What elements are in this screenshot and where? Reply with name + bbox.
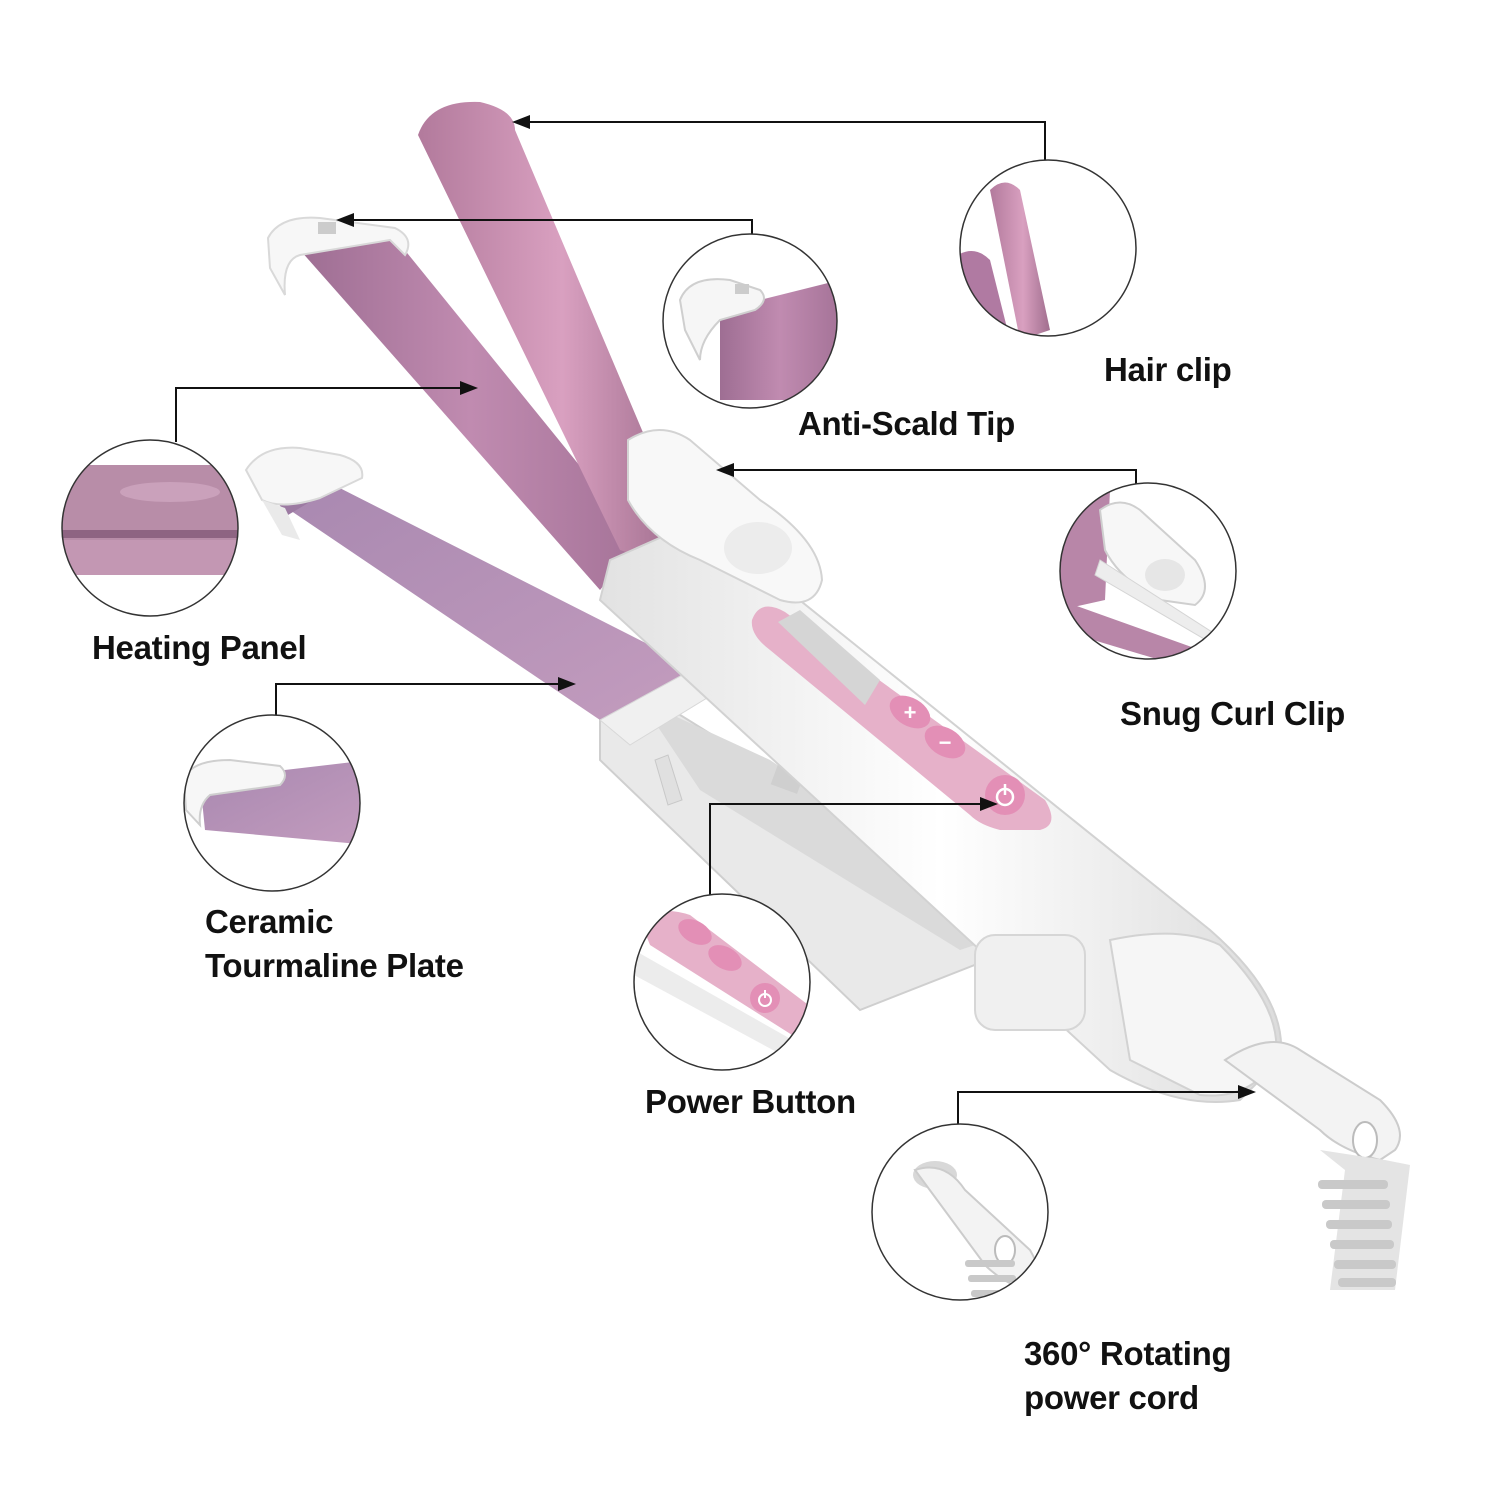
label-ceramic-line1: Ceramic [205,903,334,940]
callout-lines [175,121,1248,1150]
power-button-detail-circle [633,893,811,1071]
label-ceramic-line2: Tourmaline Plate [205,947,464,984]
heating-panel-detail-circle [61,439,239,617]
label-ceramic-plate: Ceramic Tourmaline Plate [205,900,464,988]
label-heating-panel: Heating Panel [92,626,307,670]
iron-handle: + − [598,429,1283,1103]
anti-scald-tip-detail-circle [662,233,838,409]
power-cord-detail-circle [871,1123,1049,1301]
label-power-cord: 360° Rotating power cord [1024,1332,1232,1420]
label-anti-scald-tip-text: Anti-Scald Tip [798,405,1016,442]
hair-clip-detail-circle [959,159,1137,337]
iron-lower-body [599,688,1012,1012]
label-snug-curl-clip: Snug Curl Clip [1120,692,1345,736]
label-power-button-text: Power Button [645,1083,856,1120]
upper-barrel [418,101,680,560]
snug-curl-clip-detail-circle [1059,482,1237,660]
label-snug-curl-clip-text: Snug Curl Clip [1120,695,1345,732]
label-power-cord-line1: 360° Rotating [1024,1335,1232,1372]
label-power-cord-line2: power cord [1024,1379,1199,1416]
plus-button[interactable]: + [904,700,917,725]
callout-arrows [336,115,1256,1099]
minus-button[interactable]: − [939,730,952,755]
power-cord [1223,1041,1410,1290]
ceramic-plate [244,446,721,746]
ceramic-plate-detail-circle [183,714,361,892]
label-heating-panel-text: Heating Panel [92,629,307,666]
label-hair-clip: Hair clip [1104,348,1232,392]
label-hair-clip-text: Hair clip [1104,351,1232,388]
lower-barrel [266,216,640,590]
label-anti-scald-tip: Anti-Scald Tip [798,402,1015,446]
label-power-button: Power Button [645,1080,856,1124]
